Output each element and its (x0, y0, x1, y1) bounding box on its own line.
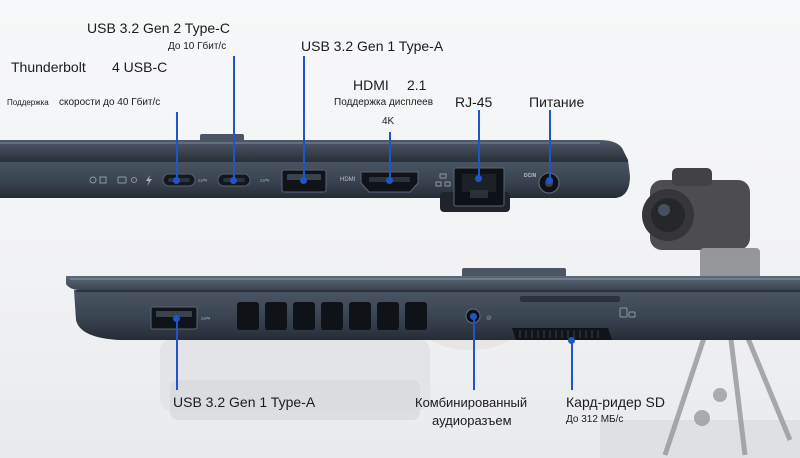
callout-line-power (549, 110, 551, 180)
label-audio-line2: аудиоразъем (432, 413, 512, 428)
label-usb-a-gen1-bottom: USB 3.2 Gen 1 Type-A (173, 394, 316, 410)
svg-text:ss⇆: ss⇆ (260, 178, 269, 184)
callout-dot-power (546, 177, 553, 184)
label-tb-support: Поддержка (7, 98, 49, 107)
callout-dot-hdmi (386, 177, 393, 184)
callout-line-sd (571, 340, 573, 390)
callout-line-hdmi (389, 132, 391, 180)
label-sd-speed: До 312 МБ/с (566, 414, 624, 425)
callout-dot-rj45 (475, 175, 482, 182)
callout-line-usb-c-2 (233, 56, 235, 180)
callout-line-rj45 (478, 110, 480, 178)
label-hdmi-res: 4K (382, 116, 395, 127)
label-usb-c-gen2-title: USB 3.2 Gen 2 Type-C (87, 20, 230, 36)
label-usb-c-gen2-speed: До 10 Гбит/с (168, 41, 227, 52)
label-power: Питание (529, 94, 585, 110)
label-audio-line1: Комбинированный (415, 395, 528, 410)
callout-line-usb-c-1 (176, 112, 178, 180)
callout-dot-usb-a-bottom (173, 315, 180, 322)
callout-line-usb-a-top (303, 56, 305, 180)
label-hdmi-version: 2.1 (407, 77, 427, 93)
table-blur-base (170, 380, 420, 420)
label-usb4: 4 USB-C (112, 59, 168, 75)
svg-text:ss⇆: ss⇆ (198, 178, 207, 184)
label-rj45: RJ-45 (455, 94, 493, 110)
label-hdmi: HDMI (353, 77, 389, 93)
callout-dot-usb-a-top (300, 177, 307, 184)
floor-blur (600, 420, 800, 458)
laptop-bottom-side: ss⇆ ⊘ (66, 268, 800, 340)
mark-dcin: DCIN (524, 173, 537, 179)
label-hdmi-support: Поддержка дисплеев (334, 97, 434, 108)
callout-dot-audio (470, 313, 477, 320)
callout-dot-usb-c-2 (230, 177, 237, 184)
svg-text:⊘: ⊘ (486, 315, 492, 322)
callout-line-usb-a-bottom (176, 318, 178, 390)
callout-dot-sd (568, 337, 575, 344)
callout-dot-usb-c-1 (173, 177, 180, 184)
label-sd-title: Кард-ридер SD (566, 394, 665, 410)
vents (237, 302, 427, 330)
label-thunderbolt: Thunderbolt (11, 59, 86, 75)
mark-hdmi: HDMI (340, 177, 356, 183)
callout-line-audio (473, 318, 475, 390)
label-tb-speed: скорости до 40 Гбит/с (59, 97, 161, 108)
svg-text:ss⇆: ss⇆ (201, 316, 210, 322)
label-usb-a-gen1-top: USB 3.2 Gen 1 Type-A (301, 38, 444, 54)
camera (642, 168, 760, 288)
